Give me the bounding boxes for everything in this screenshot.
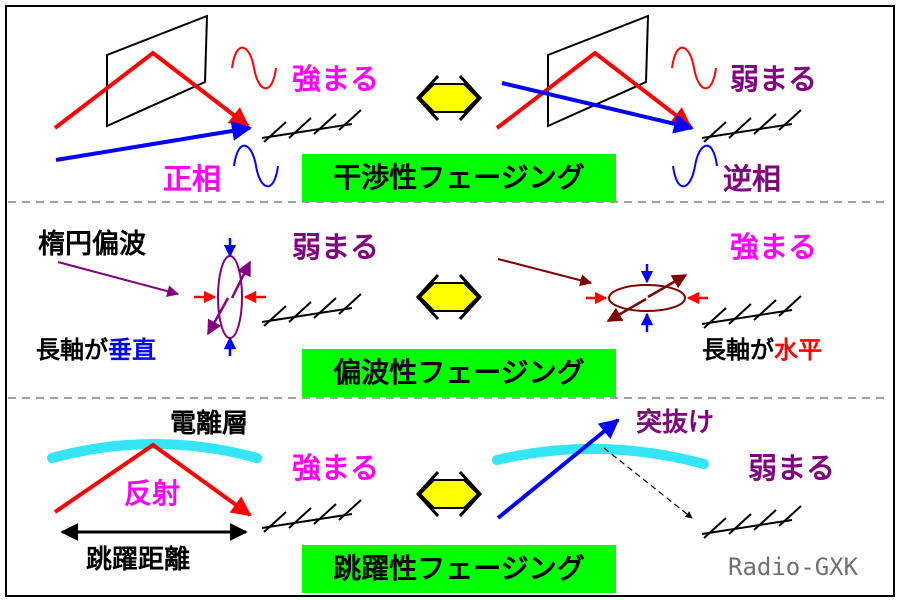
polarization-ellipse <box>608 284 686 312</box>
double-headed-arrow-icon <box>415 273 483 321</box>
penetrating-ray <box>496 418 620 520</box>
label-strong: 強まる <box>730 230 817 264</box>
reflected-ray <box>53 442 252 517</box>
hatched-ground-icon <box>261 499 362 533</box>
double-headed-arrow-icon <box>415 470 483 518</box>
reflector-plate <box>106 14 209 128</box>
label-weak: 弱まる <box>730 62 817 96</box>
sine-wave-icon <box>672 144 718 188</box>
title-skip-fading: 跳躍性フェージング <box>302 545 616 593</box>
hatched-ground-icon <box>261 293 362 327</box>
label-skip-distance: 跳躍距離 <box>86 544 190 575</box>
reflected-ray <box>53 50 250 130</box>
title-polarization-fading: 偏波性フェージング <box>302 349 616 397</box>
sine-wave-icon <box>671 46 717 90</box>
label-long-axis-vertical: 長軸が垂直 <box>36 336 156 364</box>
direct-ray <box>55 121 252 162</box>
polarization-axis-arrow <box>606 297 647 323</box>
label-long-axis-horizontal: 長軸が水平 <box>702 336 822 364</box>
hatched-ground-icon <box>701 109 802 143</box>
reflected-ray <box>495 50 692 130</box>
label-reflection: 反射 <box>124 477 180 510</box>
label-weak: 弱まる <box>748 451 835 485</box>
incident-wave-arrow <box>57 261 180 298</box>
weak-reflection-ray <box>603 447 693 519</box>
incident-wave-arrow <box>497 258 593 287</box>
label-strong: 強まる <box>292 62 379 96</box>
title-interference-fading: 干渉性フェージング <box>302 154 616 202</box>
polarization-ellipse <box>217 255 243 339</box>
direct-ray <box>501 81 694 134</box>
label-weak: 弱まる <box>292 230 379 264</box>
ionosphere-layer <box>492 443 709 469</box>
polarization-axis-arrow <box>206 297 230 336</box>
hatched-ground-icon <box>261 109 362 143</box>
hatched-ground-icon <box>701 295 802 329</box>
polarization-axis-arrow <box>647 273 688 299</box>
sine-wave-icon <box>231 46 277 90</box>
hatched-ground-icon <box>701 505 802 539</box>
label-penetration: 突抜け <box>636 407 714 438</box>
label-elliptical-polarization: 楕円偏波 <box>38 229 147 260</box>
sine-wave-icon <box>233 144 279 188</box>
double-headed-arrow-icon <box>415 74 483 122</box>
watermark: Radio-GXK <box>728 553 859 581</box>
outer-frame <box>5 5 895 597</box>
polarization-axis-arrow <box>230 260 252 299</box>
label-ionosphere: 電離層 <box>170 408 248 439</box>
label-in-phase: 正相 <box>163 162 221 196</box>
label-anti-phase: 逆相 <box>723 162 781 196</box>
label-strong: 強まる <box>292 451 379 485</box>
reflector-plate <box>547 14 650 128</box>
